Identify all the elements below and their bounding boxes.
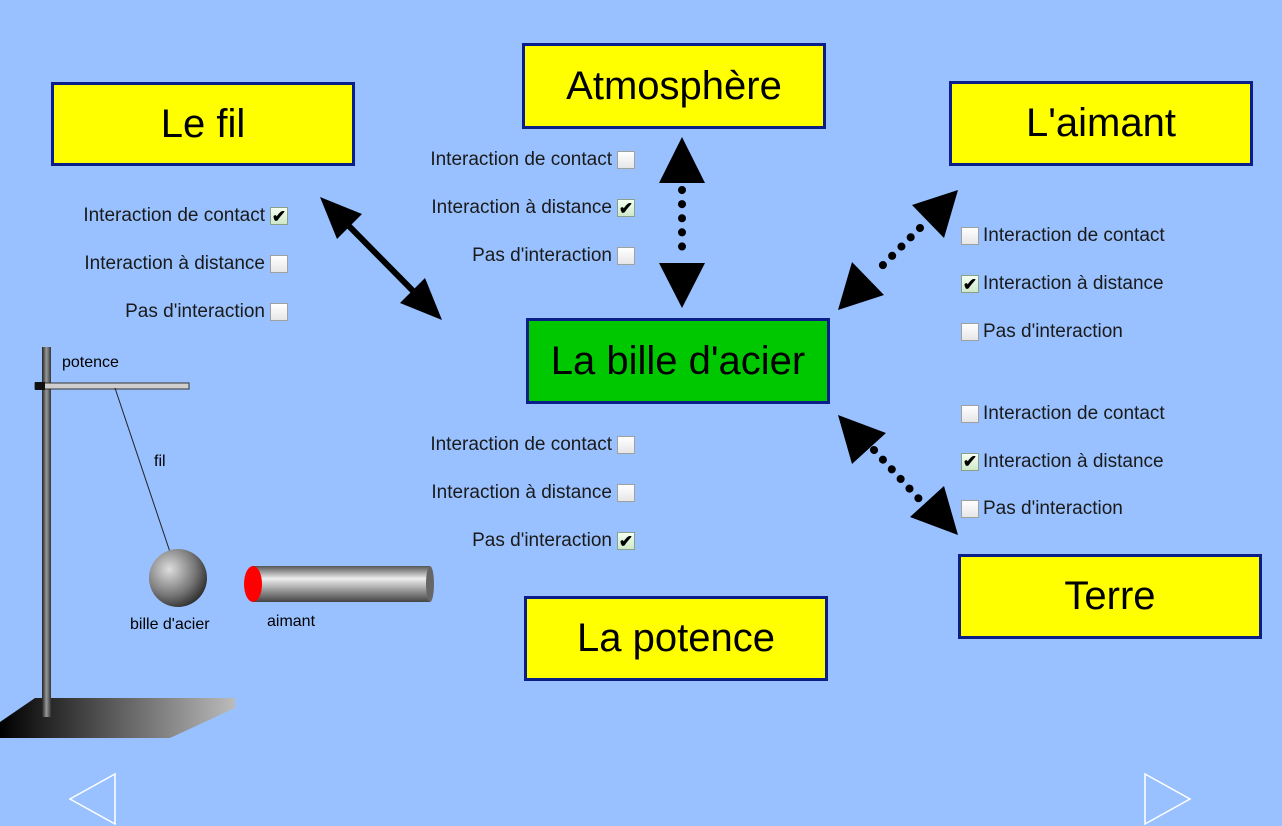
checkbox-potence-distance[interactable] bbox=[617, 484, 635, 502]
option-distance[interactable]: Interaction à distance bbox=[40, 240, 288, 288]
checkbox-fil-distance[interactable] bbox=[270, 255, 288, 273]
checkbox-atmosphere-none[interactable] bbox=[617, 247, 635, 265]
label-potence: potence bbox=[62, 354, 119, 371]
magnet bbox=[252, 566, 430, 602]
fil-string bbox=[114, 387, 171, 553]
checkbox-terre-contact[interactable] bbox=[961, 405, 979, 423]
label-bille: bille d'acier bbox=[130, 616, 210, 633]
box-la-potence: La potence bbox=[524, 596, 828, 681]
label-aimant: aimant bbox=[267, 613, 316, 630]
checkbox-potence-none[interactable]: ✔ bbox=[617, 531, 635, 551]
box-l-aimant: L'aimant bbox=[949, 81, 1253, 166]
arrow-fil-bille bbox=[320, 197, 442, 320]
apparatus-drawing: potence fil bille d'acier aimant bbox=[0, 347, 434, 738]
checkbox-aimant-contact[interactable] bbox=[961, 227, 979, 245]
options-atmosphere: Interaction de contact Interaction à dis… bbox=[380, 136, 635, 280]
checkbox-aimant-none[interactable] bbox=[961, 323, 979, 341]
potence-arm bbox=[34, 382, 190, 390]
arrow-terre-bille bbox=[838, 415, 958, 535]
option-contact[interactable]: Interaction de contact bbox=[380, 136, 635, 184]
checkbox-atmosphere-contact[interactable] bbox=[617, 151, 635, 169]
next-arrow-icon[interactable] bbox=[1142, 772, 1192, 826]
checkbox-terre-distance[interactable]: ✔ bbox=[961, 452, 979, 471]
option-contact[interactable]: Interaction de contact bbox=[961, 390, 1221, 438]
options-potence: Interaction de contact Interaction à dis… bbox=[380, 421, 635, 565]
option-contact[interactable]: Interaction de contact bbox=[380, 421, 635, 469]
option-distance[interactable]: Interaction à distance✔ bbox=[431, 197, 635, 218]
option-none[interactable]: Pas d'interaction bbox=[961, 308, 1221, 356]
option-distance[interactable]: ✔Interaction à distance bbox=[961, 273, 1164, 294]
potence-pole bbox=[42, 347, 51, 717]
option-distance[interactable]: ✔Interaction à distance bbox=[961, 450, 1164, 472]
box-atmosphere: Atmosphère bbox=[522, 43, 826, 129]
option-none[interactable]: Pas d'interaction bbox=[40, 288, 288, 336]
box-terre: Terre bbox=[958, 554, 1262, 639]
previous-arrow-icon[interactable] bbox=[68, 772, 118, 826]
box-le-fil: Le fil bbox=[51, 82, 355, 166]
magnet-pole bbox=[244, 566, 262, 602]
checkbox-fil-none[interactable] bbox=[270, 303, 288, 321]
option-none[interactable]: Pas d'interaction bbox=[380, 232, 635, 280]
arrow-aimant-bille bbox=[838, 190, 958, 310]
steel-ball bbox=[149, 549, 207, 607]
options-terre: Interaction de contact ✔Interaction à di… bbox=[961, 390, 1221, 532]
arrow-atmosphere-bille bbox=[659, 137, 705, 308]
option-none[interactable]: Pas d'interaction bbox=[961, 485, 1221, 532]
label-fil: fil bbox=[154, 453, 166, 470]
option-contact[interactable]: Interaction de contact bbox=[961, 212, 1221, 260]
potence-base bbox=[0, 698, 235, 738]
checkbox-potence-contact[interactable] bbox=[617, 436, 635, 454]
option-contact[interactable]: Interaction de contact✔ bbox=[83, 205, 288, 226]
box-la-bille-d-acier: La bille d'acier bbox=[526, 318, 830, 404]
option-distance[interactable]: Interaction à distance bbox=[380, 469, 635, 517]
checkbox-terre-none[interactable] bbox=[961, 499, 979, 518]
option-none[interactable]: Pas d'interaction✔ bbox=[472, 530, 635, 551]
checkbox-fil-contact[interactable]: ✔ bbox=[270, 206, 288, 226]
checkbox-aimant-distance[interactable]: ✔ bbox=[961, 274, 979, 294]
checkbox-atmosphere-distance[interactable]: ✔ bbox=[617, 198, 635, 218]
options-aimant: Interaction de contact ✔Interaction à di… bbox=[961, 212, 1221, 356]
options-fil: Interaction de contact✔ Interaction à di… bbox=[40, 192, 288, 336]
